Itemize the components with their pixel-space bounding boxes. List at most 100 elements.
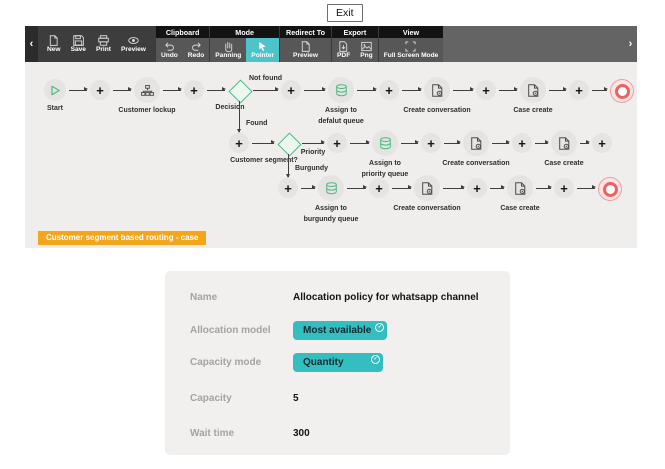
toolbar-button-pdf[interactable]: PDF	[332, 38, 355, 62]
arrowhead-icon	[363, 185, 367, 189]
add-step-button[interactable]: +	[184, 80, 204, 100]
add-step-button[interactable]: +	[229, 133, 249, 153]
assign-to-burgundy-queue-node[interactable]	[318, 175, 344, 201]
node-label: Create conversation	[393, 205, 461, 212]
toolbar-button-full-screen-mode[interactable]: Full Screen Mode	[379, 38, 444, 62]
add-step-button[interactable]: +	[467, 178, 487, 198]
flow-arrow	[443, 185, 465, 189]
arrowhead-icon	[586, 140, 590, 144]
save-icon	[73, 34, 84, 46]
node-label: Assign to burgundy queue	[303, 205, 359, 223]
add-step-button[interactable]: +	[554, 178, 574, 198]
queue-icon	[379, 136, 392, 150]
toolbar-button-preview[interactable]: Preview	[288, 38, 323, 62]
toolbar-scroll-left-icon[interactable]: ‹	[25, 26, 38, 62]
toolbar-group-body: Preview	[280, 38, 332, 62]
flow-arrow	[69, 87, 88, 91]
toolbar-button-preview[interactable]: Preview	[116, 26, 151, 62]
undo-icon	[164, 41, 175, 52]
flow-canvas[interactable]: Customer segment based routing - case St…	[25, 62, 637, 248]
arrowhead-icon	[514, 87, 518, 91]
toolbar-button-print[interactable]: Print	[91, 26, 116, 62]
flow-arrow	[113, 87, 132, 91]
toolbar-filler	[443, 26, 624, 62]
doc-gear-icon	[527, 83, 540, 97]
create-conversation-node[interactable]	[463, 130, 489, 156]
add-step-button[interactable]: +	[369, 178, 389, 198]
chip-text: Most available	[303, 325, 372, 336]
capacity-label: Capacity	[190, 393, 232, 404]
arrowhead-icon	[506, 140, 510, 144]
flow-branch-line	[285, 154, 290, 178]
doc-gear-icon	[421, 181, 434, 195]
end-node[interactable]	[610, 79, 634, 103]
add-step-button[interactable]: +	[569, 80, 589, 100]
add-step-button[interactable]: +	[281, 80, 301, 100]
toolbar-button-redo[interactable]: Redo	[183, 38, 209, 62]
add-step-button[interactable]: +	[327, 133, 347, 153]
arrowhead-icon	[366, 140, 370, 144]
end-node[interactable]	[598, 177, 622, 201]
exit-button[interactable]: Exit	[327, 4, 363, 22]
add-step-button[interactable]: +	[421, 133, 441, 153]
flow-arrow	[453, 87, 474, 91]
toolbar-button-pointer[interactable]: Pointer	[246, 38, 280, 62]
name-label: Name	[190, 292, 218, 303]
decision-node[interactable]	[227, 78, 253, 104]
add-step-button[interactable]: +	[90, 80, 110, 100]
capacity-mode-label: Capacity mode	[190, 357, 262, 368]
flow-arrow	[444, 140, 461, 144]
case-create-node[interactable]	[551, 130, 577, 156]
toolbar-button-undo[interactable]: Undo	[156, 38, 183, 62]
toolbar-group-title: View	[378, 26, 444, 38]
case-create-node[interactable]	[507, 175, 533, 201]
arrowhead-icon	[548, 185, 552, 189]
arrowhead-icon	[470, 87, 474, 91]
flow-arrow	[350, 140, 370, 144]
capacity-mode-chip[interactable]: Quantity✓	[293, 353, 383, 372]
chip-text: Quantity	[303, 357, 344, 368]
eye-icon	[128, 35, 139, 46]
node-label: Customer segment?	[230, 157, 298, 164]
add-step-button[interactable]: +	[278, 178, 298, 198]
toolbar-button-save[interactable]: Save	[66, 26, 91, 62]
flow-title-badge: Customer segment based routing - case	[38, 231, 207, 245]
decision-diamond-icon	[227, 78, 253, 104]
create-conversation-node[interactable]	[414, 175, 440, 201]
flow-arrow	[252, 140, 275, 144]
toolbar-button-png[interactable]: Png	[355, 38, 377, 62]
add-step-button[interactable]: +	[592, 133, 612, 153]
flow-arrow	[301, 185, 316, 189]
node-label: Case create	[513, 107, 553, 114]
node-label: Case create	[544, 160, 584, 167]
flow-arrow	[549, 87, 567, 91]
flow-arrow	[499, 87, 518, 91]
allocation-model-chip[interactable]: Most available✓	[293, 321, 388, 340]
arrowhead-icon	[604, 87, 608, 91]
start-node[interactable]	[44, 79, 66, 101]
redo-icon	[191, 41, 202, 52]
arrowhead-icon	[84, 87, 88, 91]
add-step-button[interactable]: +	[512, 133, 532, 153]
case-create-node[interactable]	[520, 77, 546, 103]
node-label: Decision	[215, 104, 245, 111]
toolbar-button-panning[interactable]: Panning	[210, 38, 246, 62]
customer-segment-node[interactable]	[276, 131, 302, 157]
toolbar-scroll-right-icon[interactable]: ›	[624, 26, 637, 62]
assign-to-priority-queue-node[interactable]	[372, 130, 398, 156]
toolbar-button-label: Preview	[121, 45, 146, 53]
add-step-button[interactable]: +	[476, 80, 496, 100]
flow-arrow	[492, 140, 510, 144]
toolbar-button-new[interactable]: New	[42, 26, 66, 62]
create-conversation-node[interactable]	[424, 77, 450, 103]
customer-lockup-node[interactable]	[134, 77, 160, 103]
add-step-button[interactable]: +	[379, 80, 399, 100]
assign-to-defalut-queue-node[interactable]	[328, 77, 354, 103]
flow-arrow	[580, 140, 590, 144]
toolbar-group-title: Redirect To	[280, 26, 332, 38]
start-icon	[50, 85, 61, 96]
